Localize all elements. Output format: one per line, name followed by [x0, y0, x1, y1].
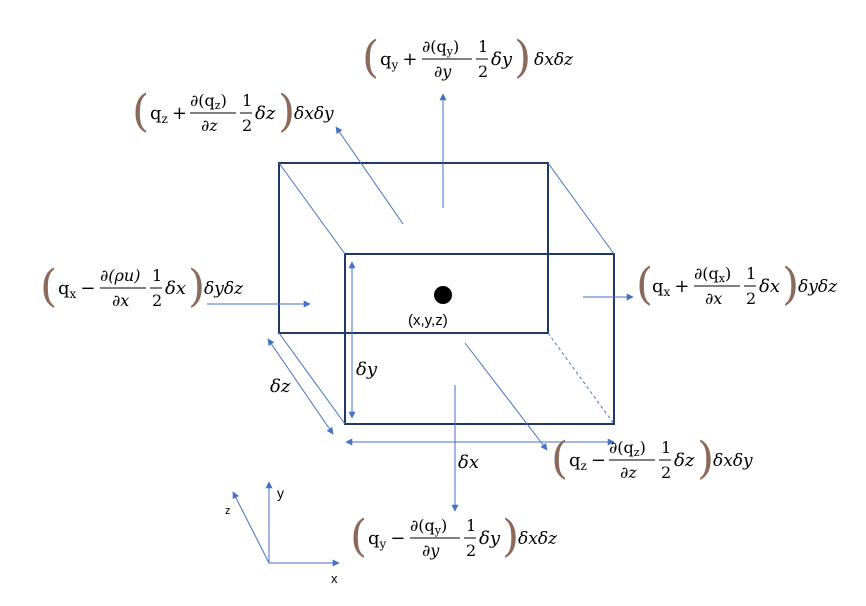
- svg-text:): ): [278, 86, 295, 137]
- svg-text:∂(qx): ∂(qx): [694, 264, 731, 285]
- edge-bottom-right-hidden: [547, 332, 615, 425]
- svg-text:2: 2: [661, 463, 671, 482]
- svg-text:qy−: qy−: [368, 528, 405, 551]
- arrow-z-back: [335, 126, 404, 225]
- flux-term-x-left: ( qx− ∂(ρu) ∂x 1 2 δx ) δyδz: [40, 261, 244, 312]
- center-point: [434, 286, 452, 304]
- svg-text:): ): [502, 511, 519, 562]
- svg-text:(: (: [636, 259, 653, 310]
- svg-text:): ): [782, 259, 799, 310]
- svg-text:δxδz: δxδz: [534, 50, 574, 70]
- svg-text:∂(qz): ∂(qz): [190, 91, 227, 112]
- svg-text:∂y: ∂y: [422, 541, 440, 560]
- front-face: [344, 253, 615, 425]
- back-face: [278, 162, 549, 334]
- svg-text:qx−: qx−: [58, 278, 95, 301]
- svg-text:2: 2: [466, 541, 476, 560]
- svg-text:1: 1: [746, 264, 756, 283]
- edge-top-left: [278, 162, 346, 255]
- svg-text:∂(ρu): ∂(ρu): [100, 266, 140, 285]
- svg-text:1: 1: [661, 438, 671, 457]
- svg-text:δy: δy: [479, 528, 501, 549]
- svg-text:qz+: qz+: [150, 103, 187, 126]
- svg-text:δx: δx: [165, 278, 186, 299]
- svg-text:∂z: ∂z: [201, 116, 218, 135]
- svg-text:(: (: [362, 32, 379, 83]
- svg-text:∂(qy): ∂(qy): [422, 37, 459, 58]
- svg-text:(: (: [40, 261, 57, 312]
- svg-text:2: 2: [478, 62, 488, 81]
- flux-term-y-top: ( qy+ ∂(qy) ∂y 1 2 δy ) δxδz: [362, 32, 574, 83]
- flux-term-z-back: ( qz+ ∂(qz) ∂z 1 2 δz ) δxδy: [132, 86, 334, 137]
- coordinate-axes: [232, 481, 340, 567]
- svg-text:δz: δz: [255, 103, 276, 124]
- axis-z-label: z: [225, 505, 231, 517]
- svg-text:qy+: qy+: [380, 49, 417, 72]
- flux-term-z-front: ( qz− ∂(qz) ∂z 1 2 δz ) δxδy: [551, 433, 753, 484]
- dim-dz-label: δz: [270, 376, 291, 397]
- svg-text:): ): [188, 261, 205, 312]
- dim-dx-label: δx: [458, 452, 479, 473]
- axis-y-label: y: [277, 485, 284, 501]
- edge-top-right: [547, 162, 615, 255]
- svg-text:(: (: [350, 511, 367, 562]
- svg-text:δz: δz: [674, 450, 695, 471]
- svg-text:2: 2: [152, 291, 162, 310]
- svg-text:(: (: [132, 86, 149, 137]
- control-volume-box: [278, 162, 615, 425]
- svg-text:δy: δy: [491, 49, 513, 70]
- svg-text:qz−: qz−: [569, 450, 606, 473]
- dim-dy-label: δy: [356, 359, 378, 380]
- flux-term-x-right: ( qx+ ∂(qx) ∂x 1 2 δx ) δyδz: [636, 259, 838, 310]
- svg-text:∂x: ∂x: [705, 289, 722, 308]
- dim-dz-arrow: [267, 338, 334, 435]
- axis-x-label: x: [331, 571, 338, 586]
- svg-text:1: 1: [242, 91, 252, 110]
- svg-text:δxδy: δxδy: [294, 104, 334, 124]
- svg-text:δxδz: δxδz: [518, 529, 558, 549]
- arrow-z-front: [464, 342, 548, 451]
- svg-text:∂(qy): ∂(qy): [410, 516, 447, 537]
- svg-text:δyδz: δyδz: [798, 277, 838, 297]
- svg-text:δyδz: δyδz: [204, 279, 244, 299]
- svg-text:1: 1: [478, 37, 488, 56]
- svg-text:2: 2: [242, 116, 252, 135]
- svg-text:∂x: ∂x: [112, 291, 129, 310]
- svg-text:1: 1: [466, 516, 476, 535]
- svg-text:∂y: ∂y: [434, 62, 452, 81]
- svg-text:qx+: qx+: [652, 276, 689, 299]
- svg-text:): ): [697, 433, 714, 484]
- flux-term-y-bottom: ( qy− ∂(qy) ∂y 1 2 δy ) δxδz: [350, 511, 558, 562]
- svg-text:δx: δx: [759, 276, 780, 297]
- svg-text:∂(qz): ∂(qz): [609, 438, 646, 459]
- svg-text:(: (: [551, 433, 568, 484]
- center-label: (x,y,z): [408, 312, 448, 329]
- svg-text:1: 1: [152, 266, 162, 285]
- flux-arrows: [207, 93, 634, 512]
- svg-text:): ): [514, 32, 531, 83]
- svg-text:δxδy: δxδy: [713, 451, 753, 471]
- svg-text:∂z: ∂z: [620, 463, 637, 482]
- dimension-arrows: [267, 261, 615, 446]
- svg-text:2: 2: [746, 289, 756, 308]
- axis-z: [232, 491, 270, 564]
